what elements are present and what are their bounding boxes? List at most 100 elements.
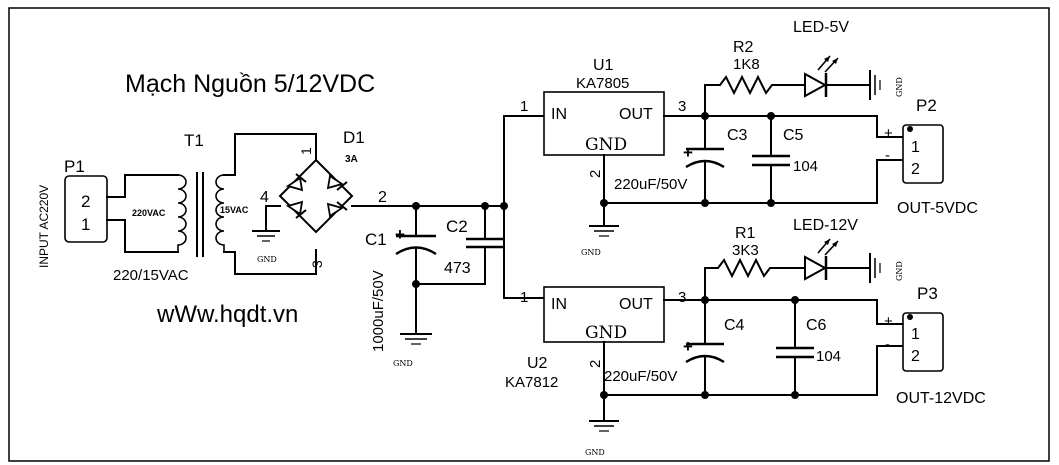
junction-5v-a — [701, 112, 709, 120]
t1-primary-coil — [177, 174, 187, 252]
r2-value: 1K8 — [733, 56, 760, 73]
ground-symbol-led5: GND — [869, 70, 904, 100]
p2-label: OUT-5VDC — [897, 200, 978, 217]
d1-diode-b — [326, 174, 348, 191]
c3-ref: C3 — [727, 127, 748, 144]
junction-12v-gnd-a — [600, 391, 608, 399]
c4-ref: C4 — [724, 317, 745, 334]
d1-diode-c — [285, 200, 307, 219]
gnd-label-c1: GND — [393, 359, 413, 368]
led-12v: LED-12V — [793, 217, 858, 281]
c5-value: 104 — [793, 158, 818, 175]
d1-pin4: 4 — [260, 189, 269, 206]
u2-gnd: GND — [585, 323, 627, 343]
p2-pin2: 2 — [911, 161, 920, 178]
led-12v-ref: LED-12V — [793, 217, 858, 234]
p1-pin1: 1 — [81, 215, 90, 234]
junction-c1-top — [412, 202, 420, 210]
p3-minus: - — [885, 336, 890, 353]
p3-label: OUT-12VDC — [896, 390, 986, 407]
ground-symbol-u1: GND — [581, 225, 619, 257]
ground-symbol-c1: GND — [393, 333, 432, 368]
u1-pin2: 2 — [587, 170, 604, 178]
p2-ref: P2 — [916, 96, 937, 115]
junction-c1-bottom — [412, 280, 420, 288]
u2-out: OUT — [619, 296, 653, 313]
transformer-t1: T1 220VAC 15VAC 220/15VAC — [113, 131, 249, 284]
wire-t1-bottom-to-d1 — [223, 249, 317, 275]
p3-ref: P3 — [917, 284, 938, 303]
junction-5v-gnd-a — [600, 199, 608, 207]
u1-part: KA7805 — [576, 75, 629, 92]
p1-ref: P1 — [64, 157, 85, 176]
c1-ref: C1 — [365, 230, 387, 249]
wire-p1-pin1 — [106, 219, 179, 253]
t1-primary-label: 220VAC — [132, 208, 166, 218]
d1-pin1: 1 — [298, 147, 314, 155]
t1-ref: T1 — [184, 131, 204, 150]
t1-rating: 220/15VAC — [113, 267, 189, 284]
r1-body — [704, 257, 806, 279]
led-5v: LED-5V — [793, 19, 849, 98]
p2-pin1: 1 — [911, 139, 920, 156]
c4-plus: + — [683, 337, 693, 356]
d1-ref: D1 — [343, 128, 365, 147]
capacitor-c4: + C4 220uF/50V — [604, 299, 745, 396]
p1-pin2: 2 — [81, 192, 90, 211]
r2-body — [704, 74, 806, 96]
capacitor-c5: C5 104 — [752, 115, 818, 204]
t1-secondary-coil — [215, 174, 225, 252]
capacitor-c1: + C1 1000uF/50V — [365, 205, 437, 352]
u1-out: OUT — [619, 106, 653, 123]
c3-value: 220uF/50V — [614, 176, 687, 193]
u2-pin2: 2 — [587, 360, 604, 368]
gnd-label-d1: GND — [257, 255, 277, 264]
u2-pin3: 3 — [678, 289, 686, 306]
p3-pin2: 2 — [911, 348, 920, 365]
wire-5v-gnd-rail — [603, 159, 904, 204]
led-5v-triangle — [804, 72, 828, 98]
connector-p2: P2 1 2 + - OUT-5VDC — [884, 96, 978, 217]
website-label: wWw.hqdt.vn — [156, 301, 298, 328]
bridge-rectifier-d1: D1 3A 1 2 3 4 — [260, 128, 387, 268]
junction-bus — [500, 202, 508, 210]
d1-rating: 3A — [345, 154, 358, 165]
u1-pin3: 3 — [678, 98, 686, 115]
junction-5v-gnd-b — [701, 199, 709, 207]
resistor-r1: R1 3K3 — [704, 225, 806, 279]
p3-plus: + — [884, 313, 893, 330]
c6-value: 104 — [816, 348, 841, 365]
junction-12v-gnd-c — [791, 391, 799, 399]
r2-ref: R2 — [733, 39, 754, 56]
p2-pin1-marker — [907, 126, 913, 132]
u1-pin1: 1 — [520, 98, 528, 115]
gnd-label-led12: GND — [895, 261, 904, 281]
p3-pin1-marker — [907, 314, 913, 320]
wire-p1-pin2 — [106, 174, 179, 198]
u1-body — [543, 91, 665, 156]
c2-value: 473 — [444, 260, 471, 277]
regulator-u1: U1 KA7805 IN OUT GND 1 3 2 — [520, 57, 686, 178]
gnd-label-led5: GND — [895, 77, 904, 97]
p2-minus: - — [885, 147, 890, 164]
d1-diode-a — [285, 173, 307, 192]
d1-pin2: 2 — [378, 189, 387, 206]
gnd-label-u2: GND — [585, 448, 605, 457]
u2-pin1: 1 — [520, 289, 528, 306]
junction-12v-a — [701, 296, 709, 304]
junction-5v-gnd-c — [767, 199, 775, 207]
wire-5v-rail — [704, 115, 904, 138]
c2-ref: C2 — [446, 217, 468, 236]
regulator-u2: IN OUT GND U2 KA7812 1 3 2 — [505, 286, 686, 391]
connector-p3: P3 1 2 + - OUT-12VDC — [884, 284, 986, 407]
schematic-title: Mạch Nguồn 5/12VDC — [125, 70, 375, 98]
resistor-r2: R2 1K8 — [704, 39, 806, 96]
p2-body — [902, 124, 944, 184]
input-label: INPUT AC220V — [37, 185, 51, 268]
c5-ref: C5 — [783, 127, 804, 144]
d1-pin3: 3 — [309, 260, 325, 268]
p1-body — [64, 175, 108, 243]
wire-12v-gnd-rail — [603, 345, 904, 396]
ground-symbol-led12: GND — [869, 253, 904, 283]
